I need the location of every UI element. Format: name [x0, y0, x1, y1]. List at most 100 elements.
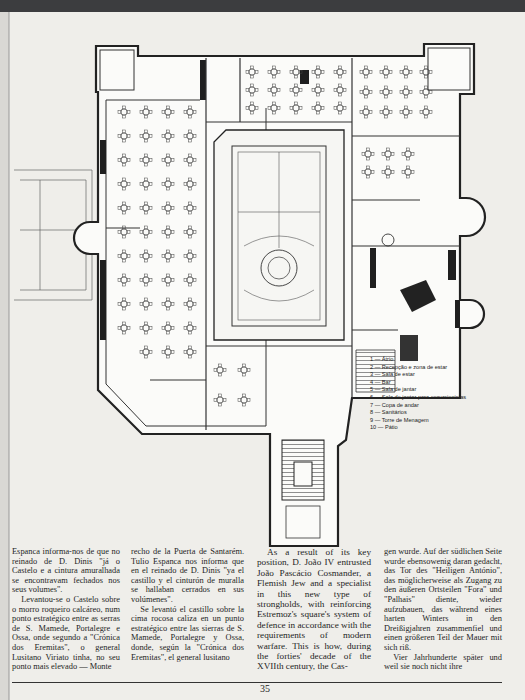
chair — [184, 351, 187, 354]
chair — [312, 89, 315, 92]
table — [121, 109, 127, 115]
table — [187, 157, 193, 163]
chair — [251, 93, 254, 96]
table — [187, 325, 193, 331]
table — [187, 349, 193, 355]
plan-stroke — [40, 180, 41, 290]
chair — [127, 159, 130, 162]
chair — [387, 148, 390, 151]
chair — [339, 102, 342, 105]
chair — [145, 130, 148, 133]
chair — [118, 135, 121, 138]
table — [423, 69, 429, 75]
chair — [365, 106, 368, 109]
chair — [189, 307, 192, 310]
chair — [193, 327, 196, 330]
table — [365, 151, 371, 157]
chair — [312, 107, 315, 110]
chair — [339, 75, 342, 78]
chair — [409, 71, 412, 74]
chair — [251, 84, 254, 87]
table — [143, 253, 149, 259]
chair — [425, 115, 428, 118]
chair — [184, 135, 187, 138]
body-paragraph: Levantou-se o Castelo sobre o morro roqu… — [12, 595, 120, 672]
chair — [343, 107, 346, 110]
chair — [140, 255, 143, 258]
table — [315, 69, 321, 75]
outer-wall — [74, 44, 485, 546]
legend-entry: 6 — Sala de jantar para excursionistas — [370, 394, 466, 401]
partitions — [106, 58, 460, 430]
plan-stroke — [455, 300, 460, 328]
chair — [369, 71, 372, 74]
plan-stroke — [300, 70, 309, 84]
chair — [365, 95, 368, 98]
table — [249, 69, 255, 75]
chair — [382, 171, 385, 174]
chair — [162, 279, 165, 282]
chair — [123, 331, 126, 334]
chair — [145, 346, 148, 349]
chair — [127, 111, 130, 114]
chair — [273, 102, 276, 105]
chair — [167, 211, 170, 214]
chair — [145, 283, 148, 286]
chair — [343, 89, 346, 92]
chair — [189, 283, 192, 286]
chair — [369, 91, 372, 94]
table — [165, 181, 171, 187]
table — [423, 89, 429, 95]
chair — [407, 148, 410, 151]
chair — [243, 394, 246, 397]
chair — [247, 369, 250, 372]
chair — [389, 71, 392, 74]
chair — [145, 322, 148, 325]
chair — [246, 71, 249, 74]
chair — [273, 93, 276, 96]
body-paragraph: Vier Jahrhunderte später und weil sie no… — [384, 653, 502, 672]
chair — [243, 373, 246, 376]
chair — [123, 307, 126, 310]
chair — [365, 115, 368, 118]
chair — [149, 231, 152, 234]
chair — [167, 154, 170, 157]
chair — [189, 154, 192, 157]
chair — [123, 274, 126, 277]
chair — [255, 89, 258, 92]
table — [165, 109, 171, 115]
chair — [118, 279, 121, 282]
chair — [411, 153, 414, 156]
table — [363, 109, 369, 115]
chair — [189, 322, 192, 325]
table — [385, 169, 391, 175]
chair — [118, 231, 121, 234]
chair — [118, 255, 121, 258]
plan-stroke — [352, 329, 398, 330]
patio-garden — [238, 152, 320, 320]
body-paragraph: Espanca informa-nos de que no reinado de… — [12, 547, 120, 595]
chair — [123, 283, 126, 286]
table — [143, 157, 149, 163]
legend-entry: 10 — Pátio — [370, 424, 398, 431]
body-paragraph: recho de la Puerta de Santarém. Tulio Es… — [131, 547, 244, 605]
table — [165, 133, 171, 139]
table — [315, 87, 321, 93]
chair — [385, 86, 388, 89]
chair — [171, 303, 174, 306]
chair — [299, 89, 302, 92]
table — [143, 133, 149, 139]
chair — [189, 355, 192, 358]
chair — [380, 71, 383, 74]
legend-entry: 2 — Recepção e zona de estar — [370, 364, 447, 371]
plan-stroke — [205, 58, 206, 430]
chair — [140, 303, 143, 306]
chair — [149, 351, 152, 354]
table — [187, 133, 193, 139]
chair — [149, 159, 152, 162]
chair — [317, 66, 320, 69]
chair — [145, 298, 148, 301]
table — [165, 205, 171, 211]
chair — [167, 115, 170, 118]
chair — [371, 171, 374, 174]
